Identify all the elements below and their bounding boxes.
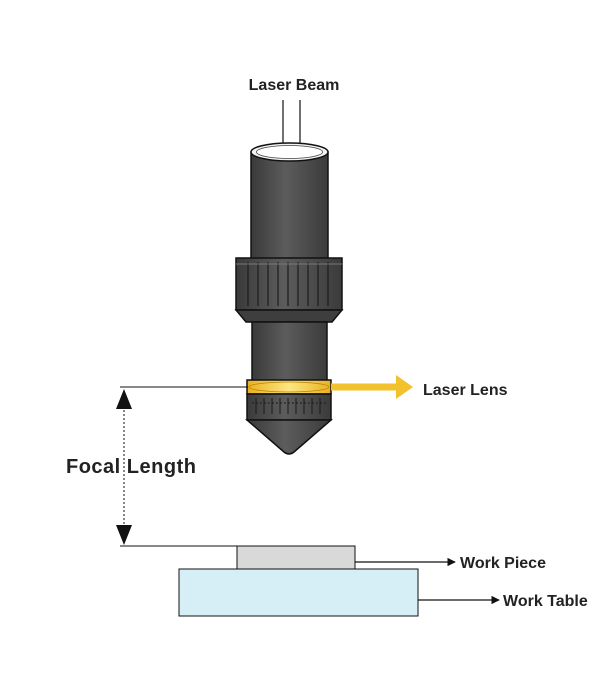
laser-beam-label: Laser Beam (249, 77, 340, 94)
focal-length-dimension (116, 389, 132, 545)
work-piece (236, 545, 356, 570)
laser-lens (246, 379, 332, 395)
nozzle-bevel (234, 309, 344, 323)
laser-lens-arrow (331, 375, 413, 399)
work-table (178, 568, 419, 617)
knurled-nut (235, 257, 343, 311)
work-table-label: Work Table (503, 593, 588, 610)
nozzle-lower-tube (251, 321, 328, 385)
lens-housing (246, 393, 332, 421)
work-piece-label: Work Piece (460, 555, 546, 572)
nozzle-cone-tip (244, 419, 334, 455)
laser-lens-label: Laser Lens (423, 382, 508, 399)
nozzle-upper-tube (250, 142, 329, 261)
focal-length-label: Focal Length (66, 456, 196, 478)
